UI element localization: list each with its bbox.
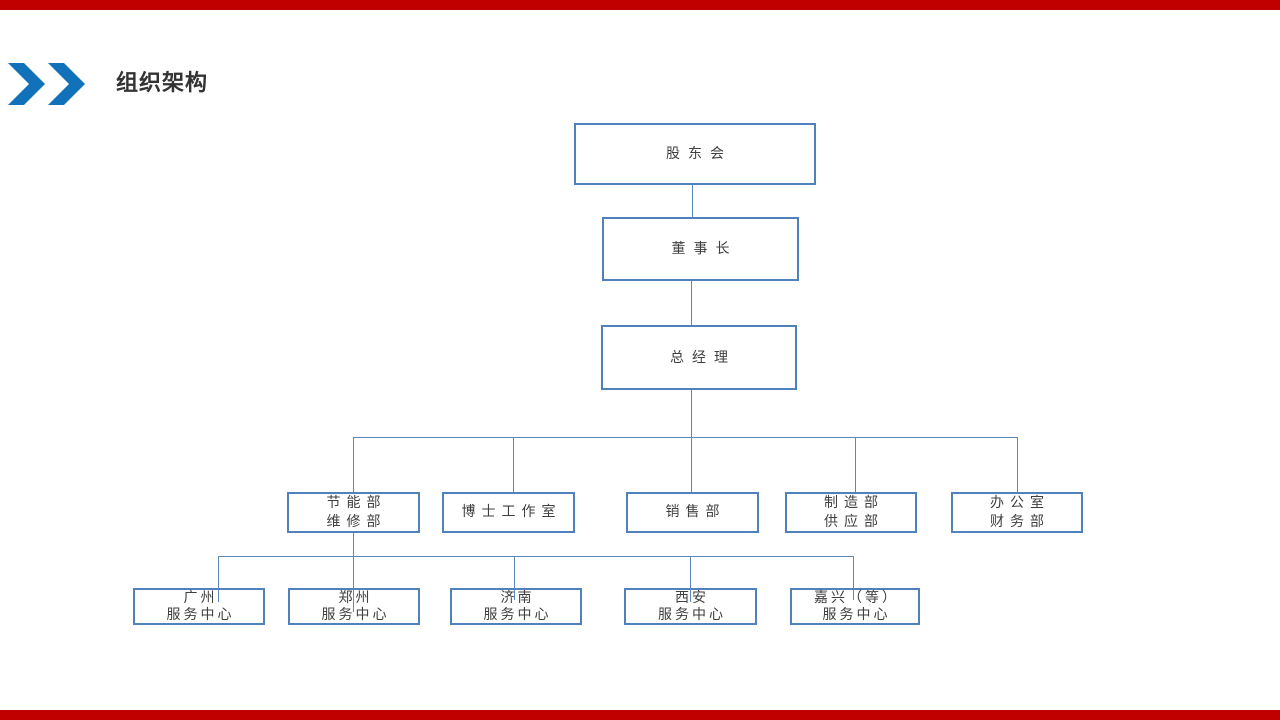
org-node-dept-manufacturing-supply: 制造部 供应部	[785, 492, 917, 533]
org-node-label: 嘉兴（等）	[814, 589, 899, 606]
org-node-label: 销售部	[665, 504, 726, 520]
org-node-dept-doctor-studio: 博士工作室	[442, 492, 575, 533]
org-node-shareholders: 股东会	[574, 123, 816, 185]
org-node-label: 董事长	[671, 241, 738, 257]
org-node-dept-office-finance: 办公室 财务部	[951, 492, 1083, 533]
org-node-label: 服务中心	[658, 606, 726, 623]
connector-departments-rail	[353, 437, 1017, 438]
connector-chairman-gm	[691, 281, 692, 325]
bottom-accent-bar	[0, 710, 1280, 720]
org-node-service-jiaxing: 嘉兴（等） 服务中心	[790, 588, 920, 625]
org-node-label: 博士工作室	[461, 504, 562, 520]
org-node-label: 股东会	[666, 146, 732, 162]
org-node-dept-energy-maintenance: 节能部 维修部	[287, 492, 420, 533]
org-node-label: 郑州	[338, 589, 373, 606]
connector-drop-manufacturing	[855, 437, 856, 492]
org-node-label: 服务中心	[321, 606, 390, 623]
org-node-label: 服务中心	[166, 606, 235, 623]
connector-drop-energy	[353, 437, 354, 492]
connector-drop-sales	[691, 437, 692, 492]
connector-drop-guangzhou	[218, 556, 219, 602]
top-accent-bar	[0, 0, 1280, 10]
connector-drop-jiaxing	[853, 556, 854, 600]
org-node-label: 办公室	[990, 494, 1050, 511]
slide-header: 组织架构	[8, 62, 208, 106]
connector-drop-zhengzhou	[353, 556, 354, 612]
org-node-service-zhengzhou: 郑州 服务中心	[288, 588, 420, 625]
connector-shareholders-chairman	[692, 185, 693, 217]
org-node-label: 服务中心	[483, 606, 552, 623]
connector-gm-stem	[691, 390, 692, 437]
connector-drop-doctor-studio	[513, 437, 514, 492]
org-node-label: 节能部	[326, 494, 387, 511]
org-node-label: 财务部	[990, 513, 1050, 530]
page-title: 组织架构	[116, 71, 209, 96]
org-node-label: 维修部	[326, 513, 387, 530]
org-node-dept-sales: 销售部	[626, 492, 759, 533]
org-node-general-manager: 总经理	[601, 325, 797, 390]
connector-drop-jinan	[514, 556, 515, 600]
org-node-label: 广州	[183, 589, 218, 606]
org-node-label: 服务中心	[822, 606, 891, 623]
org-node-label: 制造部	[824, 494, 884, 511]
connector-service-rail	[218, 556, 853, 557]
org-node-label: 济南	[500, 589, 535, 606]
connector-drop-office	[1017, 437, 1018, 492]
org-node-service-guangzhou: 广州 服务中心	[133, 588, 265, 625]
org-node-chairman: 董事长	[602, 217, 799, 281]
connector-drop-xian	[690, 556, 691, 602]
org-node-label: 供应部	[824, 513, 884, 530]
org-node-label: 总经理	[670, 349, 736, 366]
org-node-service-jinan: 济南 服务中心	[450, 588, 582, 625]
connector-energy-stem	[353, 533, 354, 556]
double-chevron-right-icon	[8, 63, 85, 105]
